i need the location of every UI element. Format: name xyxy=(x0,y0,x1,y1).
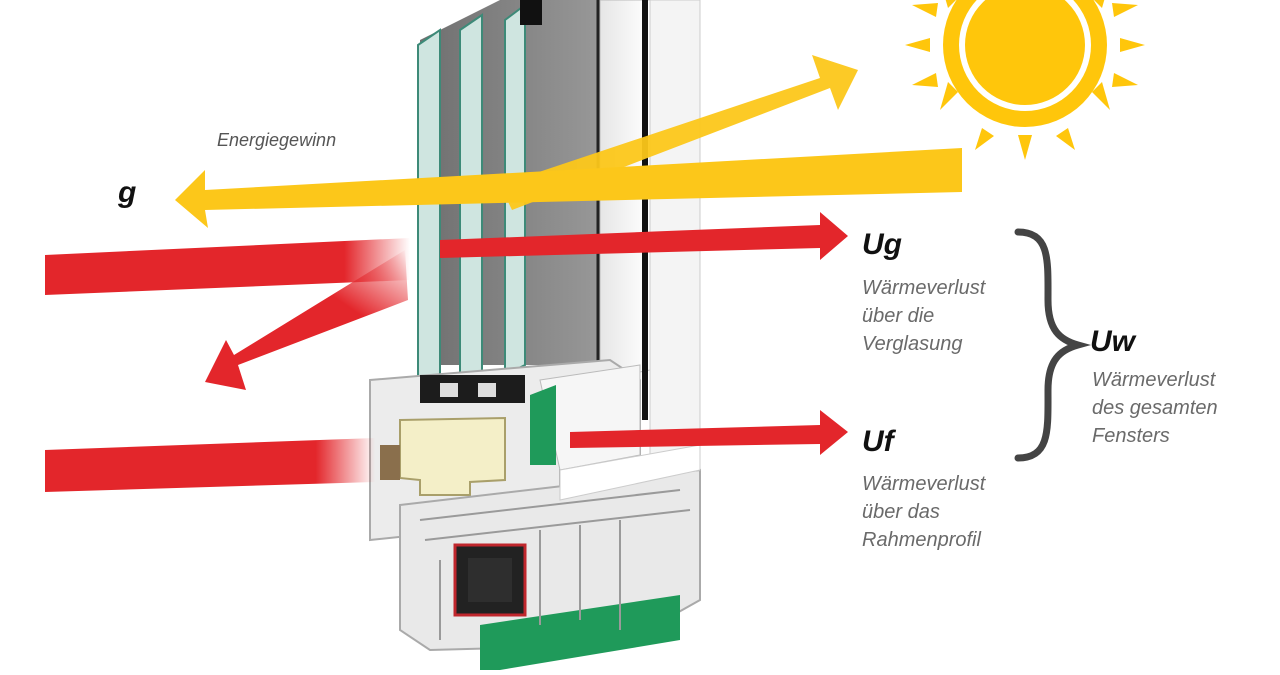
uf-desc-line-3: Rahmenprofil xyxy=(862,529,981,551)
ug-desc-line-1: Wärmeverlust xyxy=(862,277,986,299)
uw-desc-line-3: Fensters xyxy=(1092,425,1170,447)
ug-desc-line-2: über die xyxy=(862,305,935,327)
uw-label: Uw xyxy=(1090,325,1135,358)
ug-desc-line-3: Verglasung xyxy=(862,333,963,355)
ug-description: Wärmeverlust über die Verglasung xyxy=(862,274,985,358)
energy-gain-label: Energiegewinn xyxy=(217,130,337,150)
uw-description: Wärmeverlust des gesamten Fensters xyxy=(1092,366,1218,450)
sun-icon xyxy=(905,0,1145,160)
uf-label: Uf xyxy=(862,425,894,458)
uw-desc-line-1: Wärmeverlust xyxy=(1092,369,1216,391)
g-value-label: g xyxy=(118,176,137,209)
solar-gain-arrows xyxy=(175,55,962,228)
uf-desc-line-1: Wärmeverlust xyxy=(862,473,986,495)
uf-description: Wärmeverlust über das Rahmenprofil xyxy=(862,470,985,554)
uw-desc-line-2: des gesamten xyxy=(1092,397,1218,419)
window-profile-icon xyxy=(369,0,701,670)
heat-loss-arrows xyxy=(45,212,848,492)
uf-desc-line-2: über das xyxy=(862,501,940,523)
curly-brace-icon xyxy=(1014,228,1092,462)
ug-label: Ug xyxy=(862,228,902,261)
